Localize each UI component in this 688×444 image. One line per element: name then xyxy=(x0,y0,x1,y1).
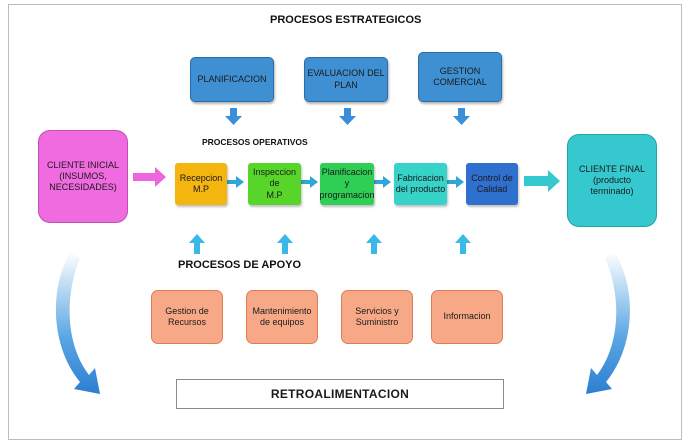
strategic-box-planificacion: PLANIFICACION xyxy=(190,57,274,102)
chain-arrow-1 xyxy=(227,176,244,188)
support-processes-heading: PROCESOS DE APOYO xyxy=(178,259,302,271)
feedback-curve-right xyxy=(586,252,630,394)
strategic-box-evaluacion: EVALUACION DEL PLAN xyxy=(304,57,388,102)
up-arrow-support-1 xyxy=(189,234,205,254)
strategic-processes-heading: PROCESOS ESTRATEGICOS xyxy=(270,14,422,26)
feedback-box: RETROALIMENTACION xyxy=(176,379,504,409)
operative-box-recepcion: Recepcion M.P xyxy=(175,163,227,205)
chain-arrow-4 xyxy=(447,176,464,188)
chain-arrow-3 xyxy=(374,176,391,188)
up-arrow-support-3 xyxy=(366,234,382,254)
client-start-box: CLIENTE INICIAL (INSUMOS, NECESIDADES) xyxy=(38,130,128,223)
down-arrow-strategic-3 xyxy=(453,108,470,125)
up-arrow-support-2 xyxy=(277,234,293,254)
operative-box-control-calidad: Control de Calidad xyxy=(466,163,518,205)
operative-box-inspeccion: Inspeccion de M.P xyxy=(248,163,301,205)
support-box-mantenimiento: Mantenimiento de equipos xyxy=(246,290,318,344)
operative-processes-heading: PROCESOS OPERATIVOS xyxy=(202,137,308,147)
operative-box-fabricacion: Fabricacion del producto xyxy=(394,163,447,205)
chain-arrow-2 xyxy=(301,176,318,188)
cyan-arrow-right xyxy=(524,170,560,192)
operative-box-planificacion: Planificacion y programacion xyxy=(319,163,375,205)
support-box-informacion: Informacion xyxy=(431,290,503,344)
down-arrow-strategic-2 xyxy=(339,108,356,125)
pink-arrow-right xyxy=(133,167,166,187)
client-end-box: CLIENTE FINAL (producto terminado) xyxy=(567,134,657,227)
strategic-box-gestion-comercial: GESTION COMERCIAL xyxy=(418,52,502,102)
down-arrow-strategic-1 xyxy=(225,108,242,125)
up-arrow-support-4 xyxy=(455,234,471,254)
feedback-curve-left xyxy=(55,252,100,394)
support-box-servicios: Servicios y Suministro xyxy=(341,290,413,344)
support-box-gestion-recursos: Gestion de Recursos xyxy=(151,290,223,344)
